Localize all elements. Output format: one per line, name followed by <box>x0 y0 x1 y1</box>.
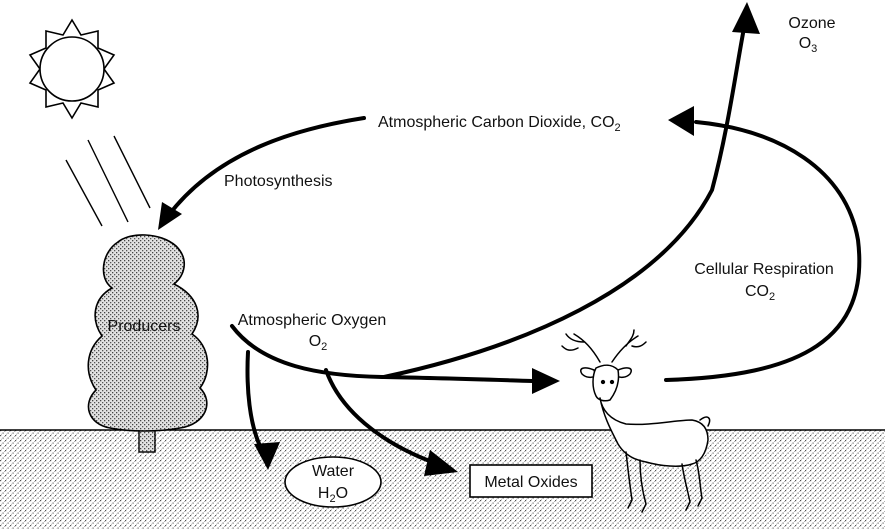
oxygen-formula: O2 <box>309 333 328 353</box>
photosynthesis-label: Photosynthesis <box>224 173 333 190</box>
tree-icon <box>87 234 209 453</box>
sun-rays <box>65 135 151 227</box>
water-arrow <box>245 350 280 470</box>
water-formula: H2O <box>318 485 348 505</box>
metal-oxides-label: Metal Oxides <box>484 474 577 491</box>
metal-oxides-node: Metal Oxides <box>469 464 593 498</box>
water-node: Water H2O <box>284 456 382 508</box>
deer-icon <box>561 329 711 513</box>
ozone-label: Ozone <box>788 15 835 32</box>
ground <box>0 429 885 529</box>
respiration-arrow <box>664 106 862 382</box>
ozone-arrow <box>382 2 760 379</box>
oxygen-to-deer-arrow <box>230 324 560 394</box>
sun-icon <box>28 18 116 120</box>
respiration-label: Cellular Respiration <box>694 261 834 278</box>
ozone-formula: O3 <box>799 35 818 55</box>
oxygen-label: Atmospheric Oxygen <box>238 312 387 329</box>
water-label: Water <box>312 463 355 480</box>
co2-atmosphere-label: Atmospheric Carbon Dioxide, CO2 <box>378 114 621 134</box>
respiration-formula: CO2 <box>745 283 775 303</box>
metal-oxides-arrow <box>324 368 458 476</box>
producers-label: Producers <box>108 318 181 335</box>
photosynthesis-arrow <box>158 116 366 230</box>
